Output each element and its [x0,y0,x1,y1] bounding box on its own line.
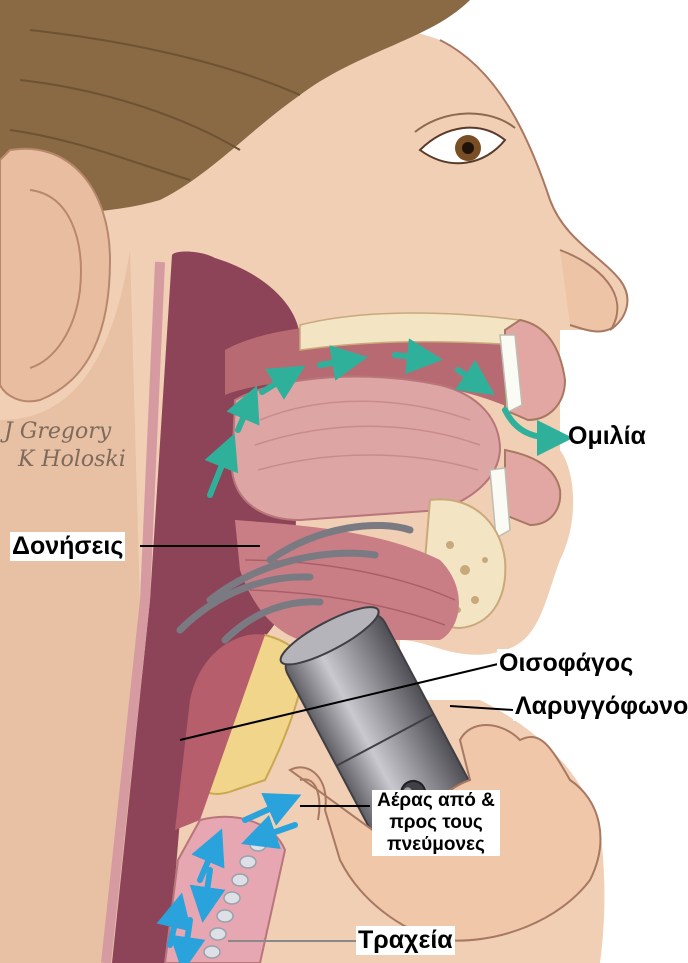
label-speech: Ομιλία [566,422,648,451]
label-esophagus: Οισοφάγος [497,649,635,678]
label-vibrations: Δονήσεις [10,532,125,561]
signature-line-1: J Gregory [4,418,126,446]
label-trachea: Τραχεία [356,926,455,955]
signature-line-2: K Holoski [4,446,126,474]
artist-signature: J Gregory K Holoski [4,418,126,473]
label-electrolarynx: Λαρυγγόφωνο [513,692,688,721]
label-air: Αέρας από & προς τους πνεύμονες [372,790,500,856]
tongue [232,377,500,520]
